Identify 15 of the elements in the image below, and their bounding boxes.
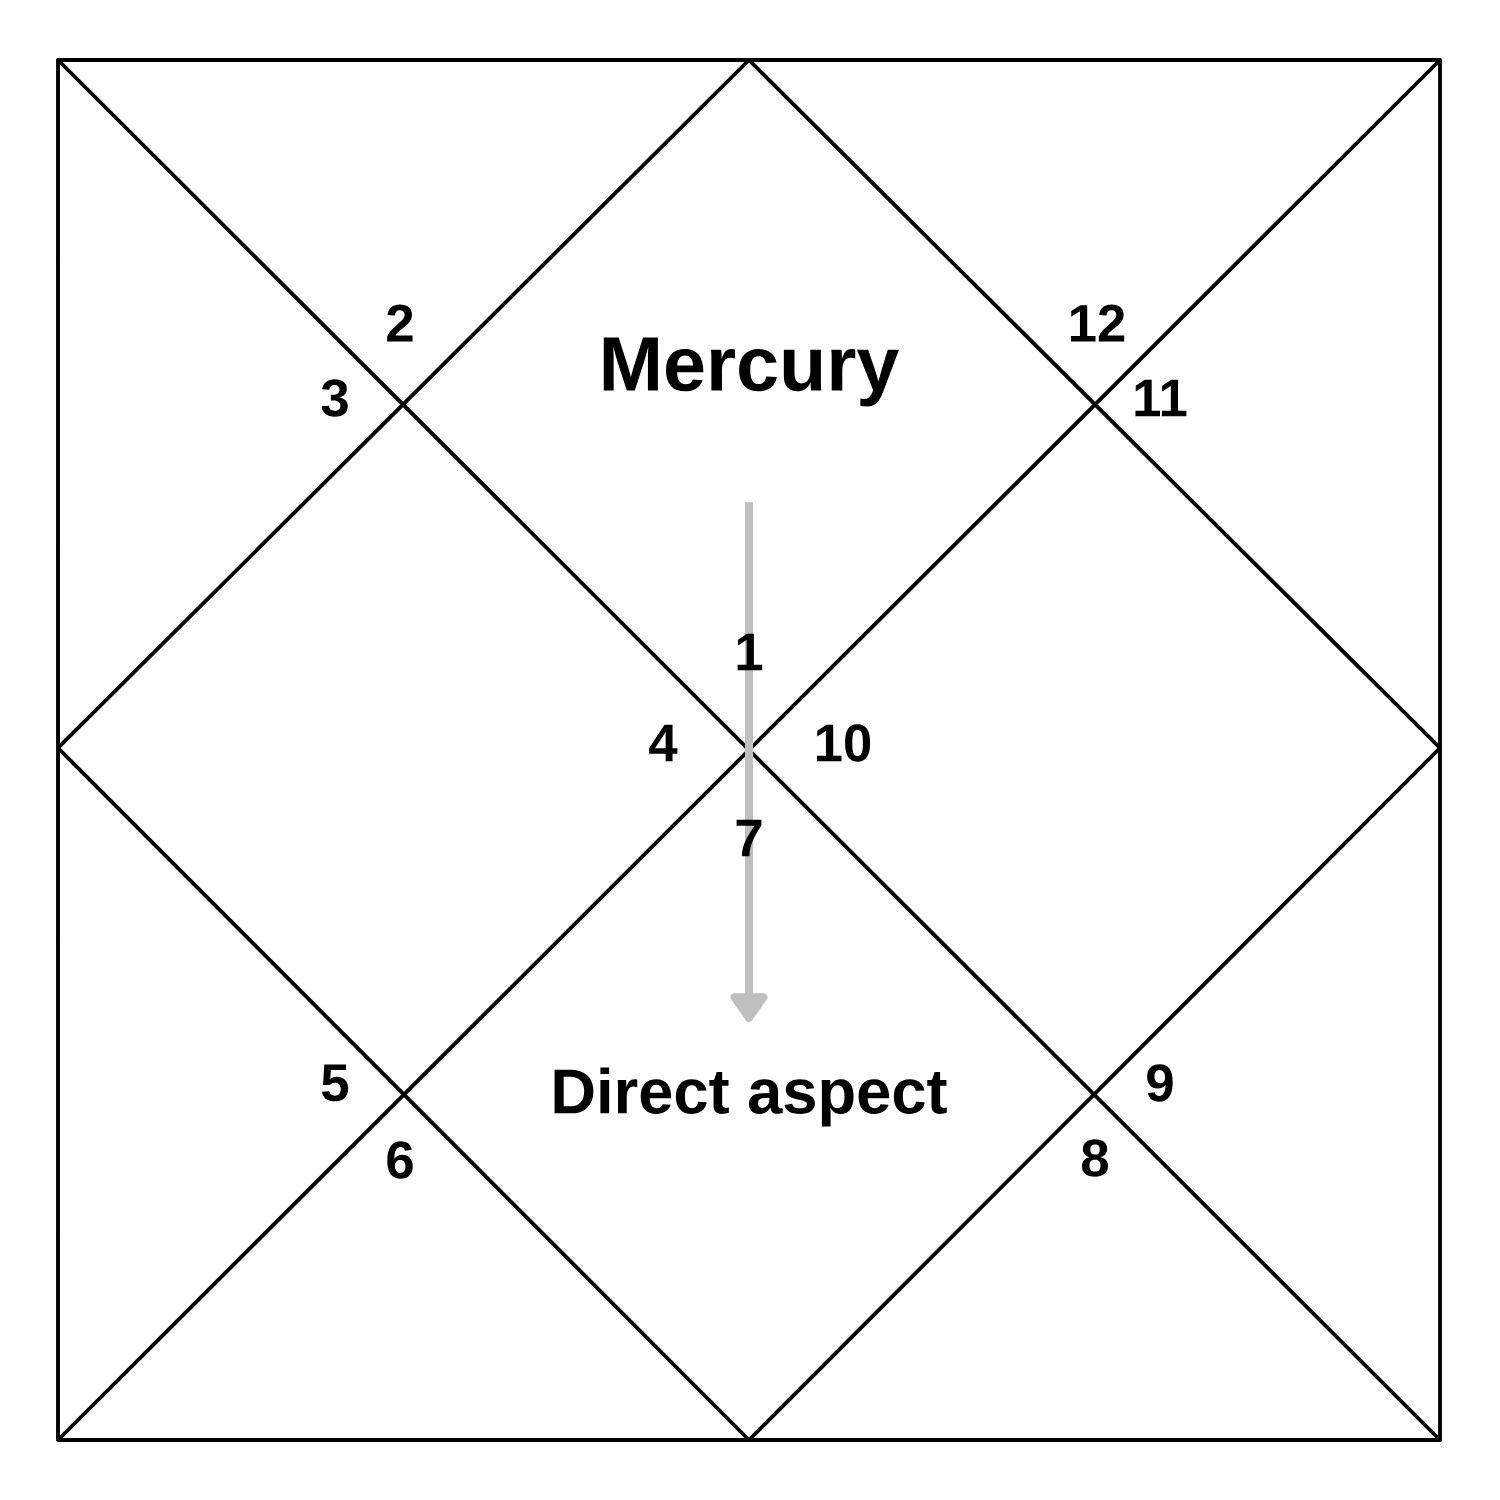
house-number: 12 <box>1071 304 1125 342</box>
house-number: 4 <box>649 724 678 762</box>
house-number: 2 <box>387 304 413 342</box>
chart-label: Mercury <box>603 337 899 407</box>
house-number: 6 <box>387 1141 413 1179</box>
house-number: 10 <box>817 724 871 762</box>
house-number: 7 <box>736 819 762 857</box>
house-number: 11 <box>1135 379 1187 417</box>
arrow <box>730 502 768 1022</box>
house-number: 1 <box>737 633 763 671</box>
house-number: 8 <box>1082 1139 1108 1177</box>
house-number: 3 <box>321 379 348 417</box>
house-number: 5 <box>321 1064 349 1102</box>
house-number: 9 <box>1147 1064 1173 1102</box>
chart-label: Direct aspect <box>554 1067 947 1127</box>
